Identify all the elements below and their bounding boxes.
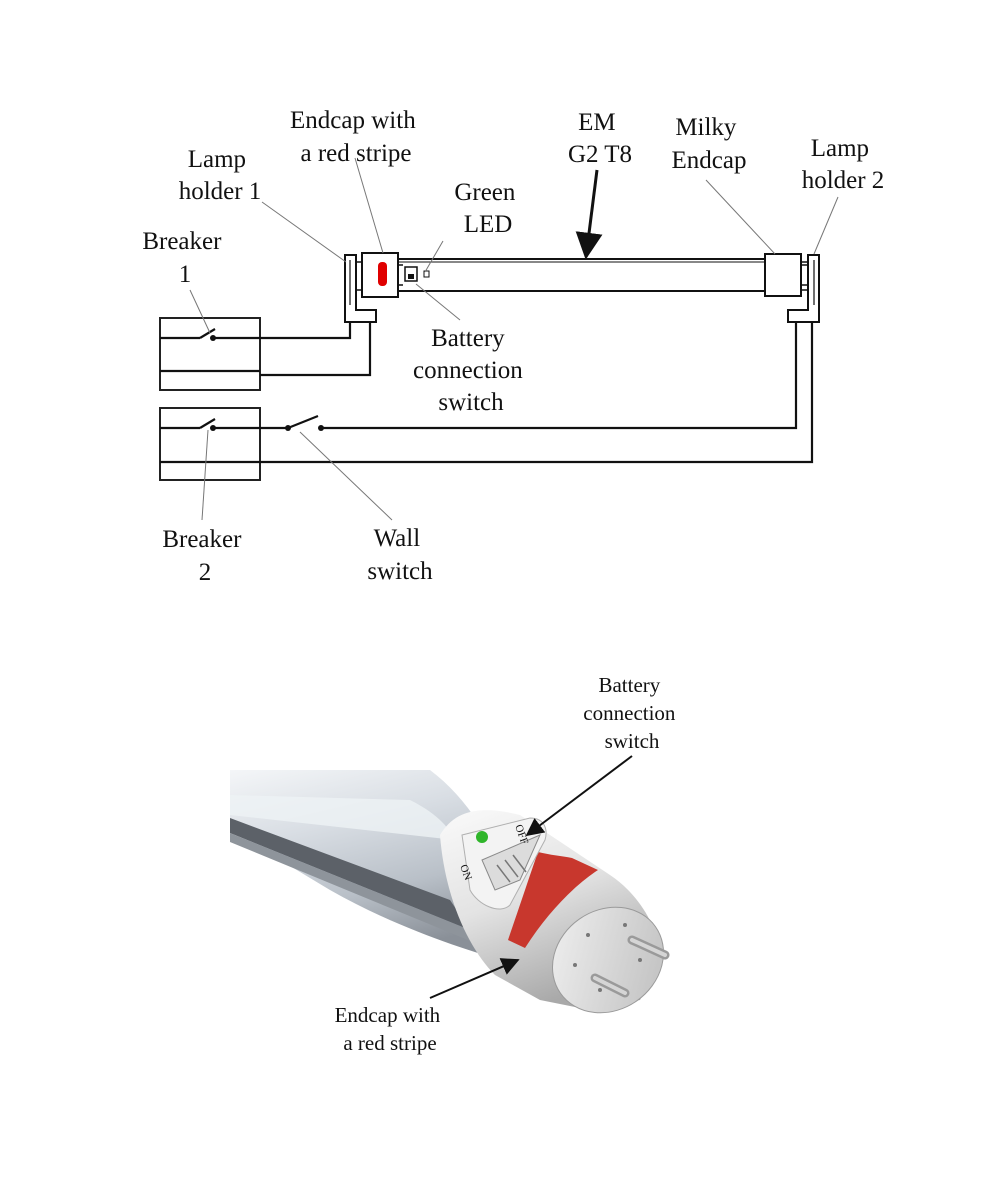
em-g2-t8-tube: [397, 258, 769, 292]
wire-wall-switch-to-holder2: [321, 322, 798, 430]
wire-breaker2-to-holder2: [260, 322, 814, 464]
label-endcap-red-stripe-photo: Endcap with a red stripe: [335, 1003, 446, 1055]
label-green-led: Green LED: [454, 179, 521, 238]
green-led-symbol: [423, 270, 430, 278]
green-led-indicator: [476, 831, 488, 843]
tube-photo: ON OFF Battery connection switch Endcap …: [230, 673, 680, 1055]
label-breaker-2: Breaker 2: [162, 526, 247, 586]
label-em-tube: EM G2 T8: [568, 109, 632, 168]
tube-pins: [590, 935, 670, 998]
endcap-face: [552, 906, 664, 1014]
label-breaker-1: Breaker 1: [142, 228, 227, 288]
endcap-arrow: [429, 958, 520, 999]
breaker-1-box: [159, 317, 261, 391]
wire-breaker1-hot: [260, 322, 352, 340]
label-lamp-holder-2: Lamp holder 2: [802, 135, 885, 194]
label-battery-switch-diagram: Battery connection switch: [413, 325, 529, 416]
lamp-holder-2: [787, 254, 820, 323]
label-milky-endcap: Milky Endcap: [672, 114, 747, 174]
battery-switch-housing: ON OFF: [457, 817, 547, 910]
milky-endcap: [764, 253, 808, 297]
label-endcap-red-stripe: Endcap with a red stripe: [290, 107, 422, 167]
wall-switch-symbol: [260, 414, 324, 431]
em-tube-arrow: [575, 169, 603, 260]
switch-on-label: ON: [457, 863, 474, 882]
endcap-red-stripe: [361, 252, 403, 298]
battery-switch-arrow: [525, 755, 633, 837]
label-lamp-holder-1: Lamp holder 1: [179, 146, 262, 205]
breaker-2-box: [159, 407, 261, 481]
label-wall-switch: Wall switch: [367, 525, 433, 585]
wiring-diagram: Endcap with a red stripe EM G2 T8 Milky …: [142, 107, 884, 586]
label-battery-switch-photo: Battery connection switch: [583, 673, 680, 753]
battery-switch-symbol: [404, 266, 418, 282]
red-stripe: [508, 852, 598, 948]
wire-breaker1-neutral: [260, 322, 372, 377]
